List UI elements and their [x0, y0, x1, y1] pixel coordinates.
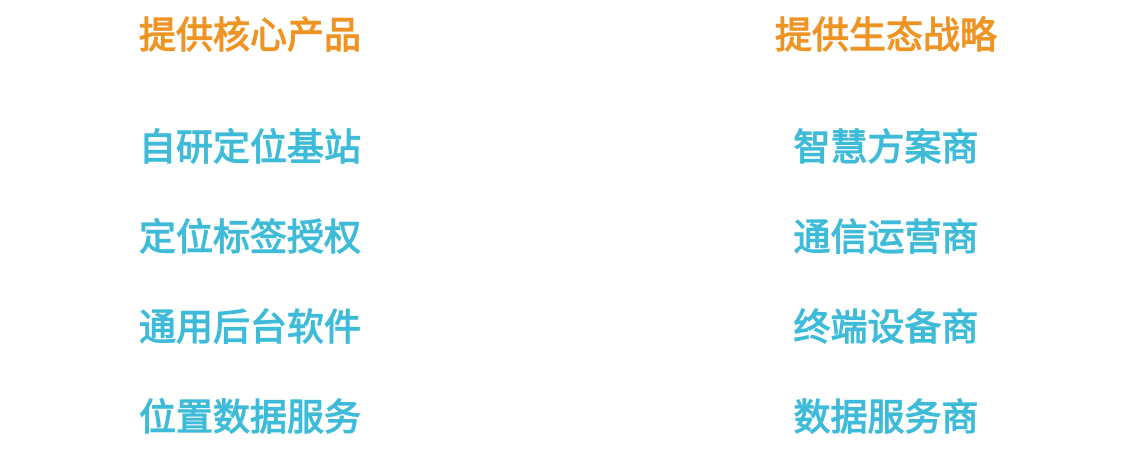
- core-products-column: 提供核心产品 自研定位基站 定位标签授权 通用后台软件 位置数据服务: [40, 0, 460, 463]
- ecosystem-partner-item: 智慧方案商: [793, 126, 979, 169]
- core-product-item: 位置数据服务: [139, 396, 361, 439]
- ecosystem-column: 提供生态战略 智慧方案商 通信运营商 终端设备商 数据服务商: [676, 0, 1096, 463]
- core-products-heading: 提供核心产品: [139, 14, 361, 57]
- core-product-item: 定位标签授权: [139, 216, 361, 259]
- ecosystem-partner-item: 数据服务商: [793, 396, 979, 439]
- ecosystem-partner-item: 终端设备商: [793, 306, 979, 349]
- core-product-item: 自研定位基站: [139, 126, 361, 169]
- ecosystem-heading: 提供生态战略: [775, 14, 997, 57]
- core-product-item: 通用后台软件: [139, 306, 361, 349]
- ecosystem-partner-item: 通信运营商: [793, 216, 979, 259]
